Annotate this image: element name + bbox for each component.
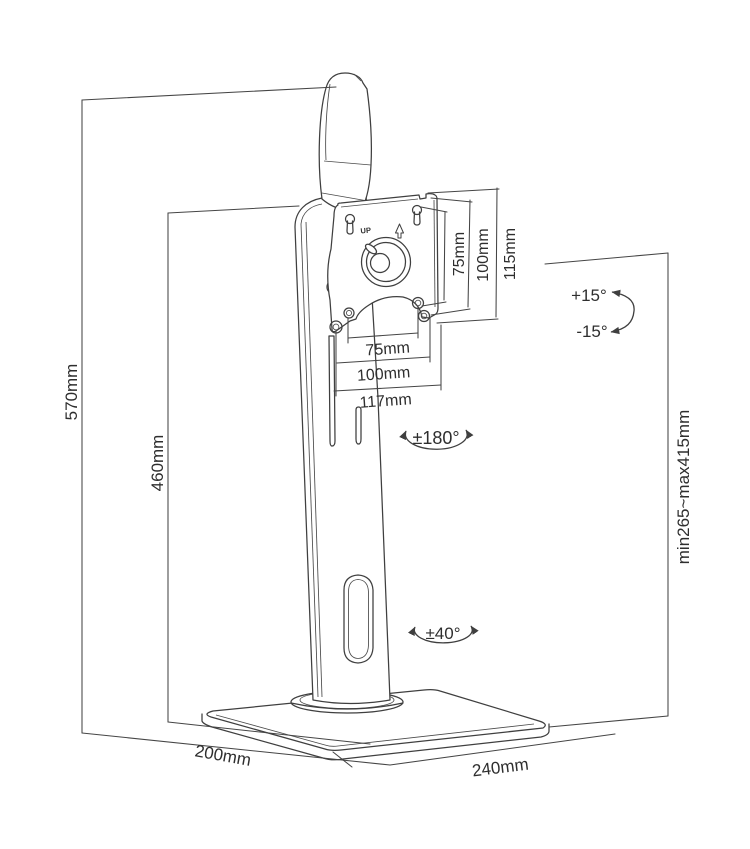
boss-center-hole [369, 252, 391, 274]
plate-up-label: UP [360, 225, 371, 235]
dim-label-h75: 75mm [365, 339, 411, 359]
plate-outline [327, 193, 439, 333]
ext-v115-top [427, 188, 500, 194]
dim-height-range: min265~max415mm [544, 252, 693, 717]
swivel-arrow-arc [407, 625, 479, 644]
tilt-up-label: +15° [571, 286, 607, 305]
rod-right [355, 406, 362, 445]
hole-pad-inner-left [343, 307, 355, 319]
arm-crease-1 [323, 160, 372, 166]
dim-line-h117 [333, 384, 442, 392]
dim-label-570mm: 570mm [62, 364, 81, 421]
ext-v100-bottom [430, 308, 471, 316]
rod-left [328, 335, 336, 447]
up-arrow-icon [395, 223, 404, 239]
collar-front-arc [290, 702, 404, 710]
column-edge-line-1 [300, 223, 319, 698]
ext-v75-top [420, 206, 448, 213]
dim-label-240mm: 240mm [471, 755, 530, 781]
thumb-lever [364, 243, 378, 255]
dim-overall-height: 570mm [62, 86, 337, 734]
stand-drawing: UP [201, 72, 550, 761]
dim-label-v115: 115mm [502, 228, 519, 280]
boss-inner-ring [365, 241, 407, 283]
column-top-curve [300, 203, 323, 225]
ext-line-240-right [548, 715, 669, 728]
annotation-rotation: ±180° [399, 428, 474, 450]
plate-inner-edge-right [433, 199, 436, 308]
ext-v75-bottom [421, 301, 447, 307]
dim-label-460mm: 460mm [148, 435, 167, 492]
vesa-plate: UP [327, 193, 439, 334]
column [290, 194, 404, 710]
column-body [294, 194, 391, 705]
rotation-label: ±180° [412, 428, 459, 448]
column-edge-line-2 [305, 221, 323, 698]
dim-label-v100: 100mm [475, 228, 492, 281]
hole-inner-left [345, 309, 353, 317]
dim-line-v100 [467, 199, 471, 308]
arm-inner-edge [325, 83, 331, 161]
arm-body [318, 72, 372, 211]
dim-label-200mm: 200mm [193, 741, 252, 770]
dim-label-v75: 75mm [451, 232, 468, 276]
plate-inner-edge-top [340, 198, 419, 208]
ext-line-minmax-top [544, 252, 669, 265]
dim-vesa-vertical: 75mm 100mm 115mm [420, 187, 519, 324]
dim-line-240 [389, 733, 616, 766]
tilt-down-label: -15° [576, 322, 607, 341]
ext-v100-top [430, 197, 473, 203]
swivel-label: ±40° [425, 624, 460, 643]
keyhole-right-slot [413, 211, 421, 226]
dim-line-h100 [336, 356, 431, 364]
dim-column-height: 460mm [148, 205, 300, 723]
tilt-arrow-arc [610, 289, 635, 335]
hole-bottom-right [420, 312, 428, 320]
ext-line-570-top [81, 86, 337, 101]
annotation-swivel: ±40° [407, 624, 479, 644]
annotation-tilt: +15° -15° [571, 286, 635, 341]
cable-hole-outer [343, 574, 374, 664]
ext-line-240-left [332, 751, 353, 768]
boss-outer-ring [360, 236, 412, 288]
keyhole-left-slot [346, 220, 354, 235]
keyhole-left-circle [344, 213, 356, 225]
hole-bottom-left [332, 323, 340, 331]
dimension-annotations: 570mm 460mm 200mm 240mm min265~max415mm [62, 86, 693, 781]
base-inner-edge [215, 714, 535, 747]
keyhole-right-circle [411, 204, 423, 216]
base-baseline [81, 732, 391, 766]
dim-line-v75 [443, 211, 446, 301]
dim-line-200 [167, 721, 371, 745]
mount-rods [328, 335, 362, 447]
base-rim [201, 713, 550, 761]
dim-label-h117: 117mm [359, 391, 412, 412]
dim-label-h100: 100mm [356, 364, 410, 385]
top-arm [318, 72, 372, 211]
dim-label-height-range: min265~max415mm [674, 410, 693, 565]
ext-v115-bottom [436, 318, 499, 324]
dim-vesa-horizontal: 75mm 100mm 117mm [333, 305, 442, 412]
arm-top-bevel [353, 73, 362, 82]
arm-crease-2 [321, 192, 369, 202]
rotation-arrow-arc [399, 429, 474, 450]
ext-line-460-top [167, 205, 300, 214]
dim-line-h75 [347, 332, 419, 339]
cable-hole-inner [348, 579, 369, 659]
dim-line-v115 [495, 187, 498, 318]
